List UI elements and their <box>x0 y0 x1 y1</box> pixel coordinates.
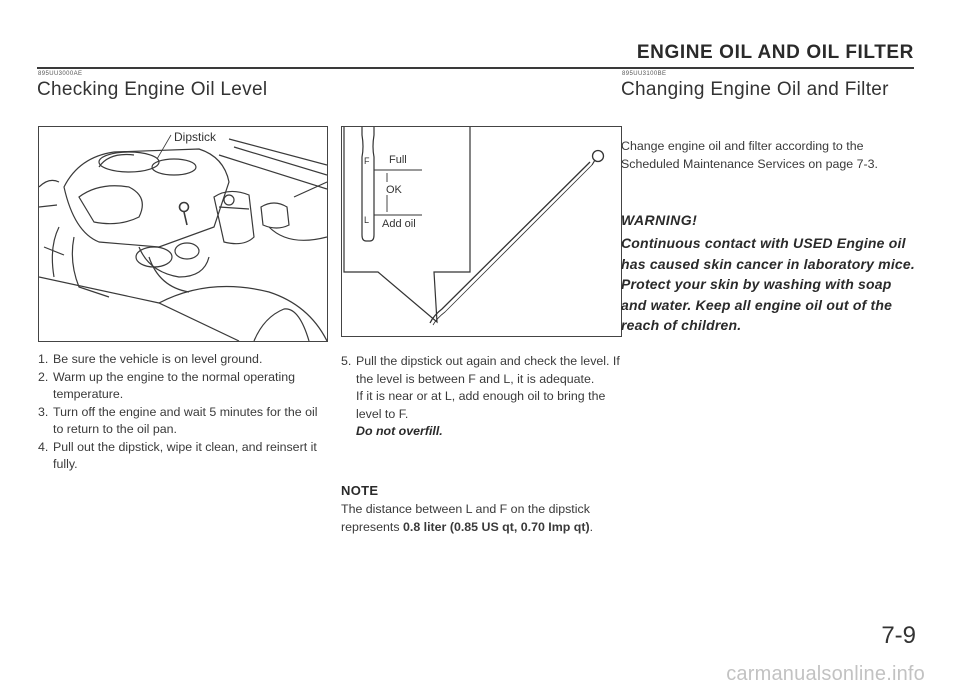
steps-list: 1.Be sure the vehicle is on level ground… <box>38 351 326 474</box>
oil-capacity-value: 0.8 liter (0.85 US qt, 0.70 Imp qt) <box>402 520 590 534</box>
change-oil-intro: Change engine oil and filter according t… <box>621 139 878 171</box>
step-2: 2.Warm up the engine to the normal opera… <box>38 369 295 402</box>
step-3: 3.Turn off the engine and wait 5 minutes… <box>38 404 318 437</box>
dipstick-letter-f: F <box>364 156 370 166</box>
dipstick-letter-l: L <box>364 215 369 225</box>
warning-text: Continuous contact with USED Engine oil … <box>621 235 915 333</box>
dipstick-illustration: F L Full OK Add oil <box>343 127 605 326</box>
watermark: carmanualsonline.info <box>726 663 925 685</box>
left-section-title: Checking Engine Oil Level <box>37 79 268 100</box>
mark-full: Full <box>389 154 407 166</box>
step-1: 1.Be sure the vehicle is on level ground… <box>38 352 263 366</box>
do-not-overfill: Do not overfill. <box>356 424 443 438</box>
mark-add-oil: Add oil <box>382 218 416 230</box>
step-5-text: Pull the dipstick out again and check th… <box>356 354 620 386</box>
page-number: 7-9 <box>881 622 916 649</box>
step-5-followup: If it is near or at L, add enough oil to… <box>356 389 606 421</box>
engine-bay-illustration: Dipstick <box>38 130 328 342</box>
mark-ok: OK <box>386 184 403 196</box>
right-section-code: 895UU3100BE <box>622 71 667 77</box>
header-rule <box>37 67 914 69</box>
step-4: 4.Pull out the dipstick, wipe it clean, … <box>38 439 317 472</box>
dipstick-callout: Dipstick <box>174 130 217 144</box>
note-block: NOTE The distance between L and F on the… <box>341 483 621 536</box>
engine-bay-figure: Dipstick <box>38 126 328 342</box>
note-title: NOTE <box>341 483 379 498</box>
step-5: 5. Pull the dipstick out again and check… <box>341 353 621 441</box>
dipstick-figure: F L Full OK Add oil <box>341 126 622 337</box>
chapter-title: ENGINE OIL AND OIL FILTER <box>636 42 914 63</box>
note-text: The distance between L and F on the dips… <box>341 502 594 534</box>
right-section-title: Changing Engine Oil and Filter <box>621 79 889 100</box>
left-section-code: 895UU3000AE <box>38 71 83 77</box>
warning-title: WARNING! <box>621 212 698 228</box>
